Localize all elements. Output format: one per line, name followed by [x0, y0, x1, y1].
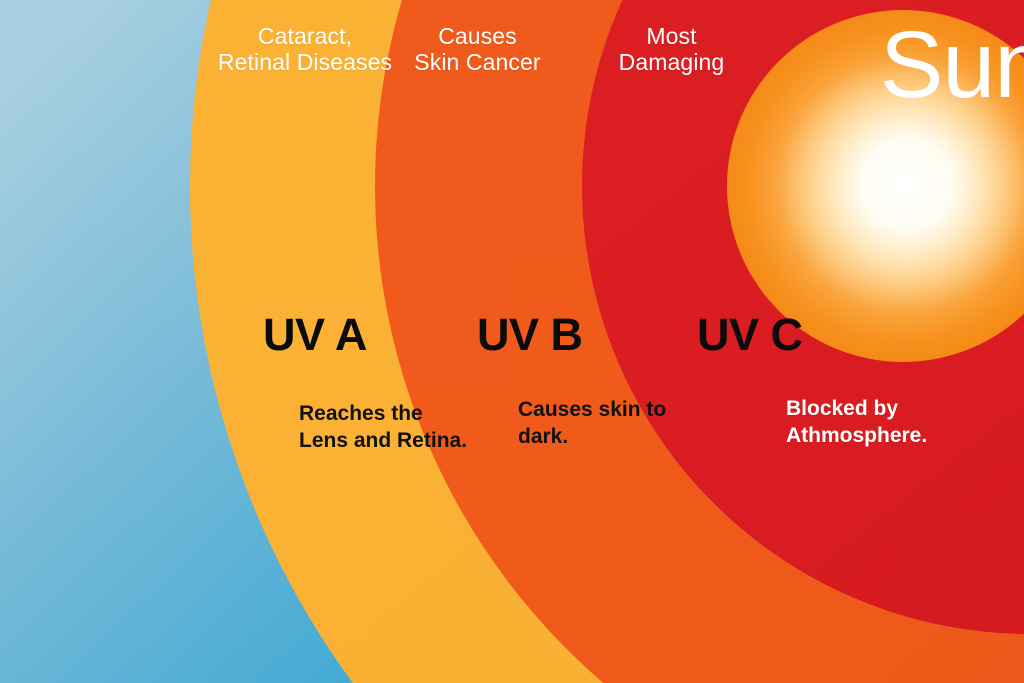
sun-core-glow: [778, 54, 1024, 314]
